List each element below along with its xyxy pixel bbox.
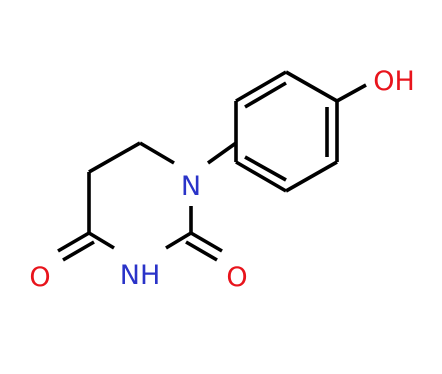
bond-c2-o-inner: [185, 240, 218, 262]
atom-o-right-label: O: [226, 262, 247, 293]
bond-ph-5: [285, 160, 338, 193]
bond-ph-3: [285, 70, 338, 103]
bond-c4-o-outer: [57, 231, 90, 253]
atom-nh-label: NH: [120, 260, 161, 291]
bond-c4-nh: [88, 231, 115, 250]
bond-ph-2: [235, 70, 287, 103]
atom-n1-label: N: [181, 171, 201, 202]
atom-oh-label: OH: [373, 66, 415, 97]
bond-c2-o-outer: [190, 231, 223, 253]
bond-c-oh: [336, 83, 367, 103]
phenyl-ring: [234, 70, 339, 193]
bond-n1-phenyl: [206, 141, 238, 165]
bond-n1-ch2: [139, 141, 175, 165]
carbonyl-bonds: [57, 231, 223, 262]
bond-ph-6: [235, 160, 287, 193]
atom-o-left-label: O: [29, 262, 50, 293]
bond-nh-c2: [165, 231, 192, 250]
bond-ch2-ch2: [88, 141, 141, 174]
ring-bonds: [87, 141, 193, 250]
bond-ph-inner-1: [244, 81, 287, 109]
bond-c4-o-inner: [62, 240, 95, 262]
bond-ph-inner-3: [244, 155, 287, 182]
